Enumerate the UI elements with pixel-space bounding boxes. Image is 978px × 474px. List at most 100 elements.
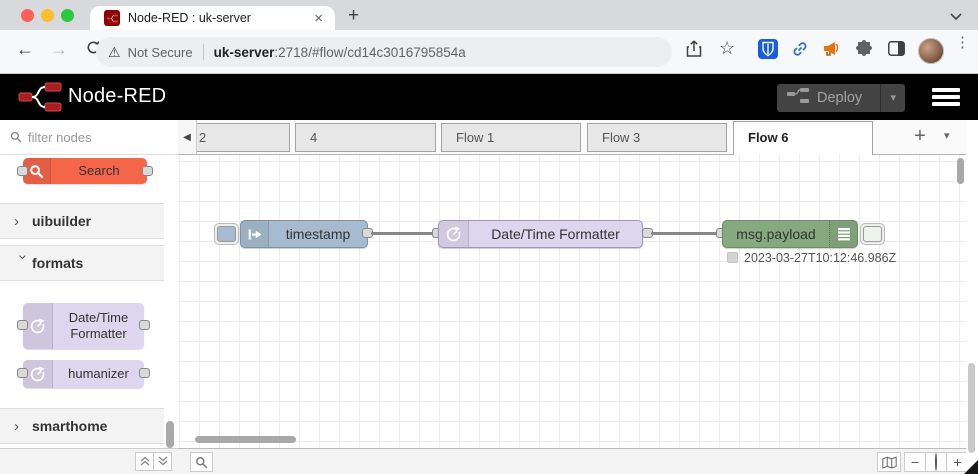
expand-all-button[interactable] xyxy=(153,452,172,471)
output-port[interactable] xyxy=(142,166,153,176)
chrome-menu-icon[interactable]: ⋮ xyxy=(955,34,970,51)
address-bar[interactable]: ⚠ Not Secure uk-server:2718/#flow/cd14c3… xyxy=(96,37,672,67)
timer-icon xyxy=(23,303,53,349)
chevron-down-icon[interactable] xyxy=(950,8,962,26)
forward-button[interactable]: → xyxy=(50,39,68,59)
node-status-text: 2023-03-27T10:12:46.986Z xyxy=(744,251,897,265)
deploy-options-caret[interactable]: ▾ xyxy=(880,84,905,112)
input-port[interactable] xyxy=(17,320,28,330)
palette-node-humanizer[interactable]: humanizer xyxy=(17,360,150,388)
new-tab-button[interactable]: + xyxy=(348,5,360,26)
zoom-reset-button[interactable] xyxy=(926,453,947,471)
canvas-footer: − + xyxy=(178,448,969,474)
category-label: formats xyxy=(32,255,84,271)
canvas-vertical-scrollbar[interactable] xyxy=(957,158,964,184)
bitwarden-extension-icon[interactable] xyxy=(758,39,778,64)
chevron-right-icon: › xyxy=(14,212,19,230)
flow-tab-flow6-active[interactable]: Flow 6 xyxy=(733,121,873,155)
node-label: Date/Time Formatter xyxy=(491,226,620,242)
deploy-button[interactable]: Deploy ▾ xyxy=(777,84,905,112)
url-host[interactable]: uk-server xyxy=(213,44,275,60)
inject-trigger-button[interactable] xyxy=(214,223,239,245)
output-port[interactable] xyxy=(139,368,150,378)
wire[interactable] xyxy=(371,232,438,235)
profile-avatar[interactable] xyxy=(918,38,944,64)
search-icon xyxy=(10,131,22,143)
macos-zoom-button[interactable] xyxy=(61,9,74,22)
input-port[interactable] xyxy=(17,166,28,176)
category-label: smarthome xyxy=(32,418,108,434)
zoom-in-button[interactable]: + xyxy=(953,454,962,470)
macos-close-button[interactable] xyxy=(21,9,34,22)
url-divider xyxy=(202,44,204,60)
collapse-all-button[interactable] xyxy=(135,452,154,471)
url-path[interactable]: :2718/#flow/cd14c3016795854a xyxy=(274,44,466,60)
not-secure-warning-icon: ⚠ xyxy=(108,43,121,60)
flow-node-msg-payload[interactable]: msg.payload xyxy=(722,220,858,248)
category-label: uibuilder xyxy=(32,213,92,229)
palette-node-label: Search xyxy=(78,162,120,178)
input-port[interactable] xyxy=(17,368,28,378)
browser-toolbar: ← → ⚠ Not Secure uk-server:2718/#flow/cd… xyxy=(0,30,978,74)
chevron-right-icon: › xyxy=(14,417,19,435)
app-title: Node-RED xyxy=(68,85,167,107)
flow-tab-2[interactable]: 2 xyxy=(197,123,290,152)
node-red-logo xyxy=(18,82,62,117)
zoom-reset-icon xyxy=(935,453,937,471)
search-icon xyxy=(196,456,208,468)
map-icon xyxy=(881,456,897,469)
output-port[interactable] xyxy=(139,320,150,330)
palette-category-uibuilder[interactable]: › uibuilder xyxy=(0,203,164,239)
tab-list-caret[interactable]: ▾ xyxy=(944,130,950,142)
node-red-header: Node-RED Deploy ▾ xyxy=(0,74,978,120)
main-menu-icon[interactable] xyxy=(932,88,960,109)
flow-node-timestamp[interactable]: timestamp xyxy=(240,220,368,248)
page-scrollbar-thumb[interactable] xyxy=(968,363,975,453)
zoom-out-button[interactable]: − xyxy=(905,453,926,471)
back-button[interactable]: ← xyxy=(16,39,34,59)
link-extension-icon[interactable] xyxy=(791,40,809,63)
wire[interactable] xyxy=(651,232,722,235)
not-secure-label[interactable]: Not Secure xyxy=(127,44,193,60)
search-flows-button[interactable] xyxy=(190,452,213,472)
palette-node-label: Date/Time Formatter xyxy=(68,309,129,341)
chevron-down-icon: › xyxy=(14,254,32,259)
browser-tab[interactable]: Node-RED : uk-server × xyxy=(90,6,335,30)
navigator-map-button[interactable] xyxy=(877,452,901,472)
megaphone-extension-icon[interactable] xyxy=(822,40,841,62)
node-palette: filter nodes Search › uibuilder xyxy=(0,120,178,474)
palette-filter-input[interactable]: filter nodes xyxy=(0,120,178,155)
flow-tab-flow1[interactable]: Flow 1 xyxy=(441,123,581,152)
palette-scroll-area[interactable]: Search › uibuilder › formats xyxy=(0,155,178,448)
share-icon[interactable] xyxy=(686,40,702,63)
macos-minimize-button[interactable] xyxy=(41,9,54,22)
tab-close-icon[interactable]: × xyxy=(314,9,323,27)
debug-lines-icon xyxy=(829,221,857,247)
bookmark-star-icon[interactable]: ☆ xyxy=(719,38,736,58)
canvas-horizontal-scrollbar[interactable] xyxy=(195,436,296,443)
workspace: filter nodes Search › uibuilder xyxy=(0,120,978,474)
palette-node-search[interactable]: Search xyxy=(17,158,153,184)
palette-category-smarthome[interactable]: › smarthome xyxy=(0,408,164,444)
palette-category-formats[interactable]: › formats xyxy=(0,245,164,281)
inject-arrow-icon xyxy=(241,221,269,247)
debug-toggle-button[interactable] xyxy=(860,223,885,245)
page-scrollbar-track xyxy=(966,240,978,474)
browser-titlebar: Node-RED : uk-server × + xyxy=(0,0,978,30)
palette-footer xyxy=(0,448,178,474)
add-flow-button[interactable]: + xyxy=(914,125,926,147)
timer-icon xyxy=(23,360,53,388)
deploy-icon xyxy=(787,87,809,109)
flow-tab-4[interactable]: 4 xyxy=(295,123,436,152)
extensions-puzzle-icon[interactable] xyxy=(855,40,873,63)
tab-scroll-left-button[interactable]: ◀ xyxy=(178,120,197,154)
side-panel-icon[interactable] xyxy=(888,41,905,61)
deploy-label: Deploy xyxy=(817,90,863,106)
palette-node-datetime-formatter[interactable]: Date/Time Formatter xyxy=(17,303,150,349)
palette-scrollbar-thumb[interactable] xyxy=(166,421,174,448)
palette-node-label: humanizer xyxy=(68,365,129,381)
flow-tab-flow3[interactable]: Flow 3 xyxy=(587,123,727,152)
node-label: msg.payload xyxy=(736,226,816,242)
flow-node-datetime-formatter[interactable]: Date/Time Formatter xyxy=(438,220,643,248)
flow-canvas[interactable]: timestamp Date/Time Formatter msg.payloa… xyxy=(178,155,966,448)
